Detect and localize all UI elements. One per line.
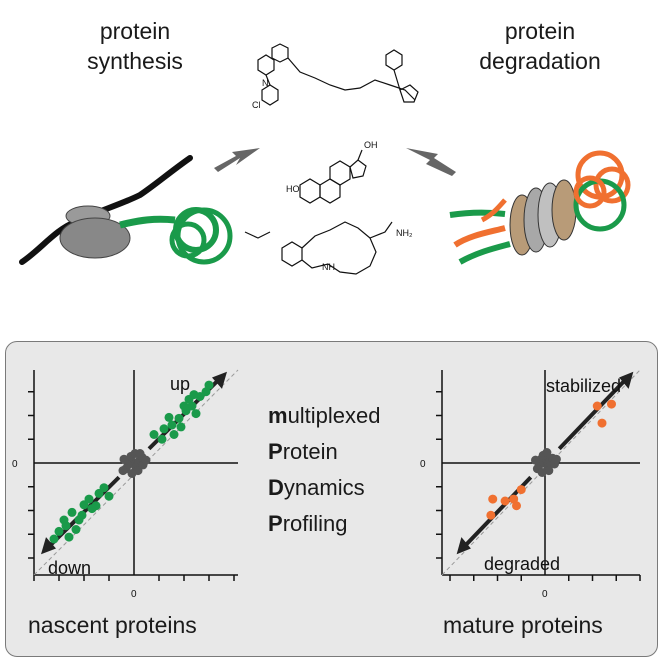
plot1-changed-point <box>71 525 81 534</box>
plot1-unchanged-point <box>118 466 128 476</box>
plot2-changed-point <box>597 418 607 428</box>
mature-proteins-label: mature proteins <box>443 612 603 638</box>
plot1-unchanged-point <box>119 454 129 464</box>
plot1-changed-point <box>191 409 201 419</box>
plot1-changed-point <box>84 494 94 504</box>
plot2-unchanged-point <box>551 454 561 464</box>
estradiol-molecule-icon <box>299 149 367 204</box>
nascent-proteins-label: nascent proteins <box>28 612 197 638</box>
acronym-line-profiling: Profiling <box>268 511 348 536</box>
plot1-changed-point <box>169 430 179 439</box>
atom-label-cl: Cl <box>252 100 261 110</box>
plot2-changed-point <box>488 494 498 504</box>
degradation-title-line1: protein <box>504 18 576 44</box>
ribosome-icon <box>19 155 233 265</box>
plot1-up-arrowhead <box>212 371 227 389</box>
plot1-unchanged-point <box>127 468 137 478</box>
plot1-changed-point <box>59 515 69 525</box>
plot1-changed-point <box>204 380 214 390</box>
plot2-changed-point <box>607 399 616 409</box>
plot2-changed-point <box>486 510 496 520</box>
plot1-changed-point <box>67 507 77 517</box>
plot1-changed-point <box>174 413 184 423</box>
plot1-changed-point <box>164 412 174 422</box>
protac-molecule-icon <box>257 43 419 106</box>
plot1-changed-point <box>49 534 59 544</box>
plot2-up-arrowhead <box>619 371 634 389</box>
acronym-line-protein: Protein <box>268 439 338 464</box>
plot1-changed-point <box>77 510 87 520</box>
plot2-annotation-stabilized: stabilized <box>546 376 621 396</box>
plot1-annotation-up: up <box>170 374 190 394</box>
protein-synthesis-title: protein synthesis <box>55 16 215 76</box>
acronym-line-dynamics: Dynamics <box>268 475 365 500</box>
atom-label-nh: NH <box>322 262 335 272</box>
atom-label-nh2: NH₂ <box>396 228 413 238</box>
plot2-unchanged-point <box>531 455 540 465</box>
synthesis-title-line2: synthesis <box>87 48 183 74</box>
geldanamycin-molecule-icon <box>244 221 393 275</box>
molecule-atom-labels: HO OH NH₂ N Cl NH <box>252 78 413 272</box>
plot1-changed-point <box>176 422 186 432</box>
plot1-changed-point <box>104 491 114 501</box>
plot1-down-arrowhead <box>41 537 56 555</box>
plot1-y-origin-label: 0 <box>12 459 18 470</box>
atom-label-oh: OH <box>364 140 378 150</box>
plot1-annotation-down: down <box>48 558 91 578</box>
plot1-changed-point <box>149 430 159 439</box>
degradation-title-line2: degradation <box>479 48 601 74</box>
plot2-down-arrowhead <box>456 537 471 555</box>
protein-degradation-title: protein degradation <box>440 16 640 76</box>
plot1-changed-point <box>54 526 64 536</box>
plot1-diagonal <box>33 369 239 576</box>
plot2-up-arrow <box>557 378 628 451</box>
synthesis-title-line1: protein <box>99 18 171 44</box>
plot2-changed-point <box>516 485 526 495</box>
mpdp-acronym: multiplexed Protein Dynamics Profiling <box>268 398 381 542</box>
plot1-changed-point <box>179 401 189 411</box>
plot2-unchanged-point <box>537 468 547 477</box>
profiling-panel <box>5 341 658 657</box>
plot1-changed-point <box>99 483 109 493</box>
proteasome-icon <box>449 150 631 265</box>
acronym-line-multiplexed: multiplexed <box>268 403 381 428</box>
atom-label-ho: HO <box>286 184 300 194</box>
plot1-changed-point <box>189 390 199 400</box>
plot2-y-origin-label: 0 <box>420 459 426 470</box>
top-illustration: HO OH NH₂ N Cl NH <box>19 43 631 275</box>
plot1-x-origin-label: 0 <box>131 589 137 600</box>
plot2-unchanged-point <box>542 448 552 458</box>
plot2-changed-point <box>512 501 521 511</box>
plot1-changed-point <box>167 420 177 430</box>
plot1-changed-point <box>64 532 74 542</box>
plot1-changed-point <box>159 424 169 434</box>
plot2-changed-point <box>500 496 510 506</box>
plot2-changed-point <box>592 401 602 411</box>
plot1-unchanged-point <box>135 449 145 458</box>
plot1-changed-point <box>91 501 101 511</box>
plot1-changed-point <box>157 434 167 444</box>
left-lightning-arrow-icon <box>214 148 260 172</box>
plot2-annotation-degraded: degraded <box>484 554 560 574</box>
atom-label-n: N <box>262 78 269 88</box>
right-lightning-arrow-icon <box>406 148 456 176</box>
plot1-unchanged-point <box>141 455 151 465</box>
plot2-x-origin-label: 0 <box>542 589 548 600</box>
